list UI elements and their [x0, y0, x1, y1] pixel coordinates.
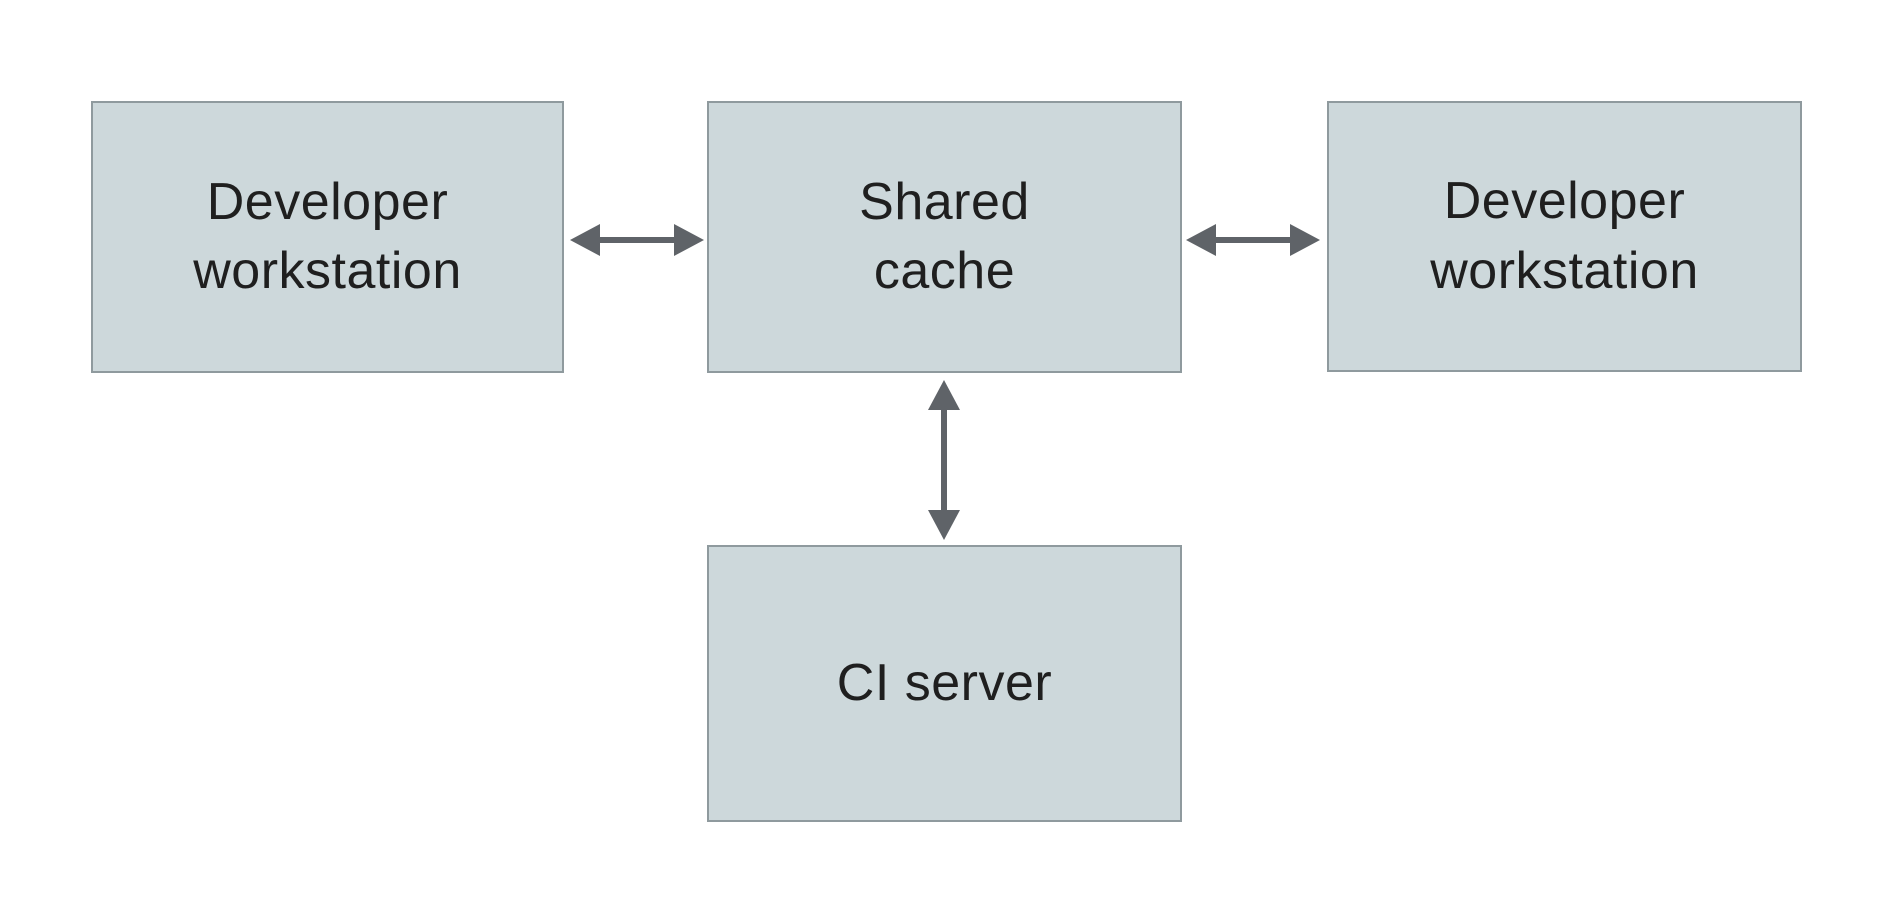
arrowhead-left-icon — [570, 224, 600, 256]
arrowhead-right-icon — [674, 224, 704, 256]
arrowhead-up-icon — [928, 380, 960, 410]
node-label: CI server — [836, 653, 1053, 712]
node-label: Shared cache — [859, 172, 1030, 300]
node-label: Developer workstation — [1430, 172, 1699, 300]
arrowhead-down-icon — [928, 510, 960, 540]
arrowhead-left-icon — [1186, 224, 1216, 256]
node-ci-server: CI server — [707, 545, 1182, 822]
bidirectional-arrow-cache-right-workstation — [1186, 224, 1320, 256]
node-developer-workstation-right: Developer workstation — [1327, 101, 1802, 372]
bidirectional-arrow-cache-ci-server — [928, 380, 960, 540]
arrowhead-right-icon — [1290, 224, 1320, 256]
node-shared-cache: Shared cache — [707, 101, 1182, 373]
bidirectional-arrow-left-workstation-cache — [570, 224, 704, 256]
node-label: Developer workstation — [193, 172, 462, 300]
node-developer-workstation-left: Developer workstation — [91, 101, 564, 373]
